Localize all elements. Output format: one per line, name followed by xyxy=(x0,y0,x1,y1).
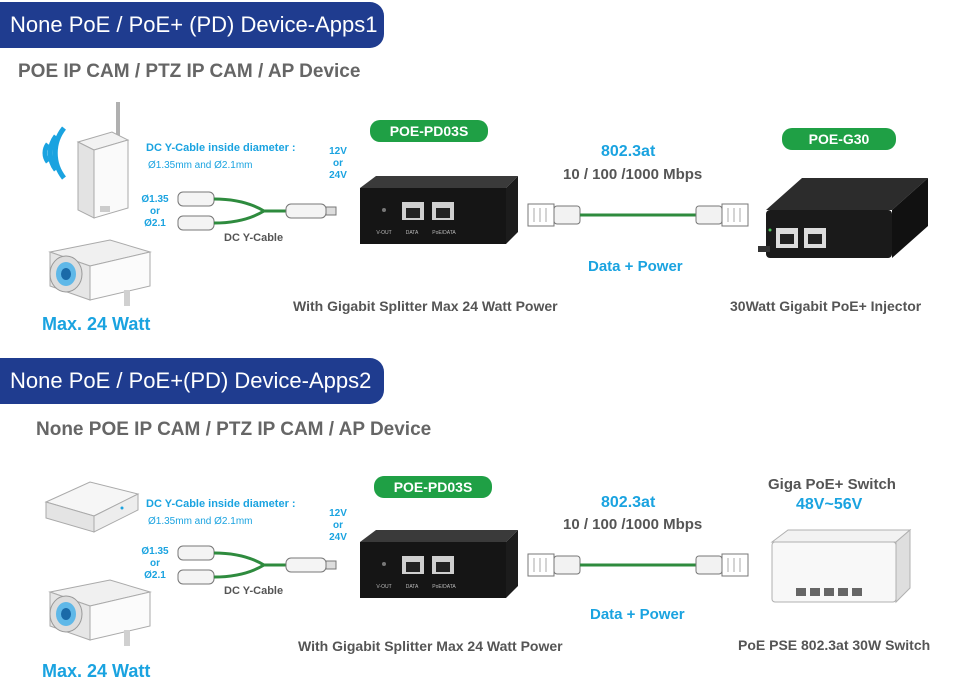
section2-standard: 802.3at xyxy=(601,494,656,511)
rj45-link-2 xyxy=(527,553,749,577)
section1-subtitle: POE IP CAM / PTZ IP CAM / AP Device xyxy=(18,61,361,82)
dc-y-cable-icon xyxy=(177,545,337,585)
plug-size-135: Ø1.35 xyxy=(141,194,169,205)
svg-text:V-OUT: V-OUT xyxy=(376,584,391,590)
svg-text:PoE/DATA: PoE/DATA xyxy=(432,230,456,236)
dc-y-cable-icon xyxy=(177,191,337,231)
section2-cable-name: DC Y-Cable xyxy=(224,585,284,597)
voltage-24v: 24V xyxy=(329,170,347,181)
section2-voltage: 12V or 24V xyxy=(326,508,350,544)
plug-size-21: Ø2.1 xyxy=(144,218,166,229)
section1-cable-title: DC Y-Cable inside diameter : xyxy=(146,142,296,154)
rj45-connector-icon xyxy=(695,553,749,577)
section2-max-watt: Max. 24 Watt xyxy=(42,661,151,681)
ip-camera-icon xyxy=(48,239,152,306)
section1-cable-name: DC Y-Cable xyxy=(224,232,284,244)
rj45-link-1 xyxy=(527,203,749,227)
section1-injector-caption: 30Watt Gigabit PoE+ Injector xyxy=(730,298,922,314)
section2-banner: None PoE / PoE+(PD) Device-Apps2 xyxy=(0,358,384,404)
ip-camera-icon xyxy=(48,579,152,646)
section2-speed: 10 / 100 /1000 Mbps xyxy=(563,516,703,533)
section2-cable-dims: Ø1.35mm and Ø2.1mm xyxy=(148,516,253,527)
section1-splitter-caption: With Gigabit Splitter Max 24 Watt Power xyxy=(293,298,558,314)
plug-size-or: or xyxy=(150,206,160,217)
svg-text:V-OUT: V-OUT xyxy=(376,230,391,236)
splitter-device-icon: V-OUT DATA PoE/DATA xyxy=(360,176,518,244)
voltage-or: or xyxy=(333,158,343,169)
section2-flow: Data + Power xyxy=(590,606,685,623)
voltage-12v: 12V xyxy=(329,508,347,519)
voltage-12v: 12V xyxy=(329,146,347,157)
section2-cable-title: DC Y-Cable inside diameter : xyxy=(146,498,296,510)
section2-switch-caption: PoE PSE 802.3at 30W Switch xyxy=(738,637,931,653)
svg-text:DATA: DATA xyxy=(406,584,419,590)
voltage-24v: 24V xyxy=(329,532,347,543)
section1-injector-label: POE-G30 xyxy=(782,128,896,150)
section1-plug-sizes: Ø1.35 or Ø2.1 xyxy=(140,194,170,230)
section2-switch-voltage: 48V~56V xyxy=(796,496,863,513)
section2-subtitle: None POE IP CAM / PTZ IP CAM / AP Device xyxy=(36,419,432,440)
poe-injector-icon xyxy=(758,178,928,258)
ap-device-icon xyxy=(76,102,130,219)
section1-voltage: 12V or 24V xyxy=(326,146,350,182)
svg-text:DATA: DATA xyxy=(406,230,419,236)
section1-max-watt: Max. 24 Watt xyxy=(42,314,151,334)
section2-banner-title: None PoE / PoE+(PD) Device-Apps2 xyxy=(10,368,372,393)
plug-size-21: Ø2.1 xyxy=(144,570,166,581)
rj45-connector-icon xyxy=(527,553,581,577)
rj45-connector-icon xyxy=(695,203,749,227)
section1-cable-dims: Ø1.35mm and Ø2.1mm xyxy=(148,160,253,171)
section1-banner-title: None PoE / PoE+ (PD) Device-Apps1 xyxy=(10,12,378,37)
section1-banner: None PoE / PoE+ (PD) Device-Apps1 xyxy=(0,2,384,48)
section2-plug-sizes: Ø1.35 or Ø2.1 xyxy=(140,546,170,582)
section2-splitter-caption: With Gigabit Splitter Max 24 Watt Power xyxy=(298,638,563,654)
rj45-connector-icon xyxy=(527,203,581,227)
plug-size-135: Ø1.35 xyxy=(141,546,169,557)
section1-splitter-label: POE-PD03S xyxy=(370,120,488,142)
section1-speed: 10 / 100 /1000 Mbps xyxy=(563,166,703,183)
ceiling-ap-icon xyxy=(44,481,140,533)
section1-standard: 802.3at xyxy=(601,143,656,160)
wifi-icon xyxy=(42,126,67,180)
poe-switch-icon xyxy=(770,528,912,604)
section1-flow: Data + Power xyxy=(588,258,683,275)
section2-switch-title: Giga PoE+ Switch xyxy=(768,476,896,493)
splitter-device-icon: V-OUT DATA PoE/DATA xyxy=(360,530,518,598)
plug-size-or: or xyxy=(150,558,160,569)
section2-splitter-label: POE-PD03S xyxy=(374,476,492,498)
voltage-or: or xyxy=(333,520,343,531)
svg-text:PoE/DATA: PoE/DATA xyxy=(432,584,456,590)
